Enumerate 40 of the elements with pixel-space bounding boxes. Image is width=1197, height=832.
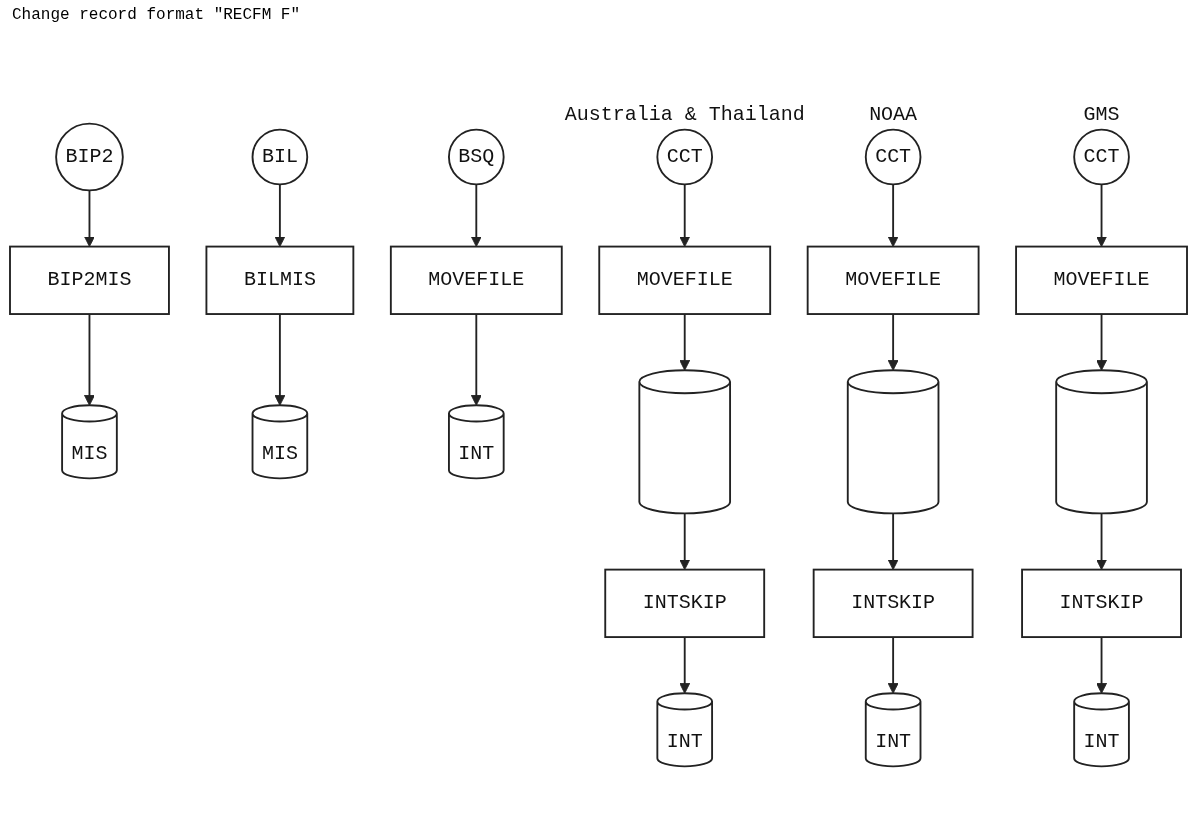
node-box: INTSKIP: [812, 568, 974, 638]
column-heading: Australia & Thailand: [564, 102, 805, 126]
node-circle: BIL: [251, 128, 309, 186]
node-box: INTSKIP: [1021, 568, 1182, 638]
node-box: MOVEFILE: [389, 245, 563, 315]
node-circle: CCT: [864, 128, 922, 186]
arrow: [83, 189, 95, 248]
node-box: INTSKIP: [604, 568, 766, 638]
node-cylinder: [846, 369, 940, 515]
arrow: [679, 183, 691, 248]
arrow: [887, 512, 899, 571]
node-circle: CCT: [656, 128, 714, 186]
arrow: [679, 512, 691, 571]
node-cylinder: [638, 369, 731, 515]
node-box: MOVEFILE: [598, 245, 772, 315]
arrow: [887, 313, 899, 371]
arrow: [274, 183, 286, 248]
arrow: [1096, 512, 1108, 571]
column-heading: GMS: [1083, 102, 1120, 126]
arrow: [470, 183, 482, 248]
node-circle: BSQ: [448, 128, 505, 186]
column-heading: NOAA: [869, 102, 918, 126]
arrow: [274, 313, 286, 406]
arrow: [887, 636, 899, 694]
node-box: MOVEFILE: [806, 245, 980, 315]
node-cylinder: [1055, 369, 1148, 515]
arrow: [679, 313, 691, 371]
arrow: [470, 313, 482, 406]
node-box: MOVEFILE: [1015, 245, 1188, 315]
node-box: BIP2MIS: [9, 245, 170, 315]
arrow: [1096, 183, 1108, 248]
arrow: [1096, 313, 1108, 371]
arrow: [1096, 636, 1108, 694]
note-text: Change record format "RECFM F": [12, 6, 301, 24]
node-circle: CCT: [1073, 128, 1130, 186]
arrow: [83, 313, 95, 406]
arrow: [679, 636, 691, 694]
node-circle: BIP2: [55, 122, 124, 192]
node-box: BILMIS: [205, 245, 355, 315]
arrow: [887, 183, 899, 248]
